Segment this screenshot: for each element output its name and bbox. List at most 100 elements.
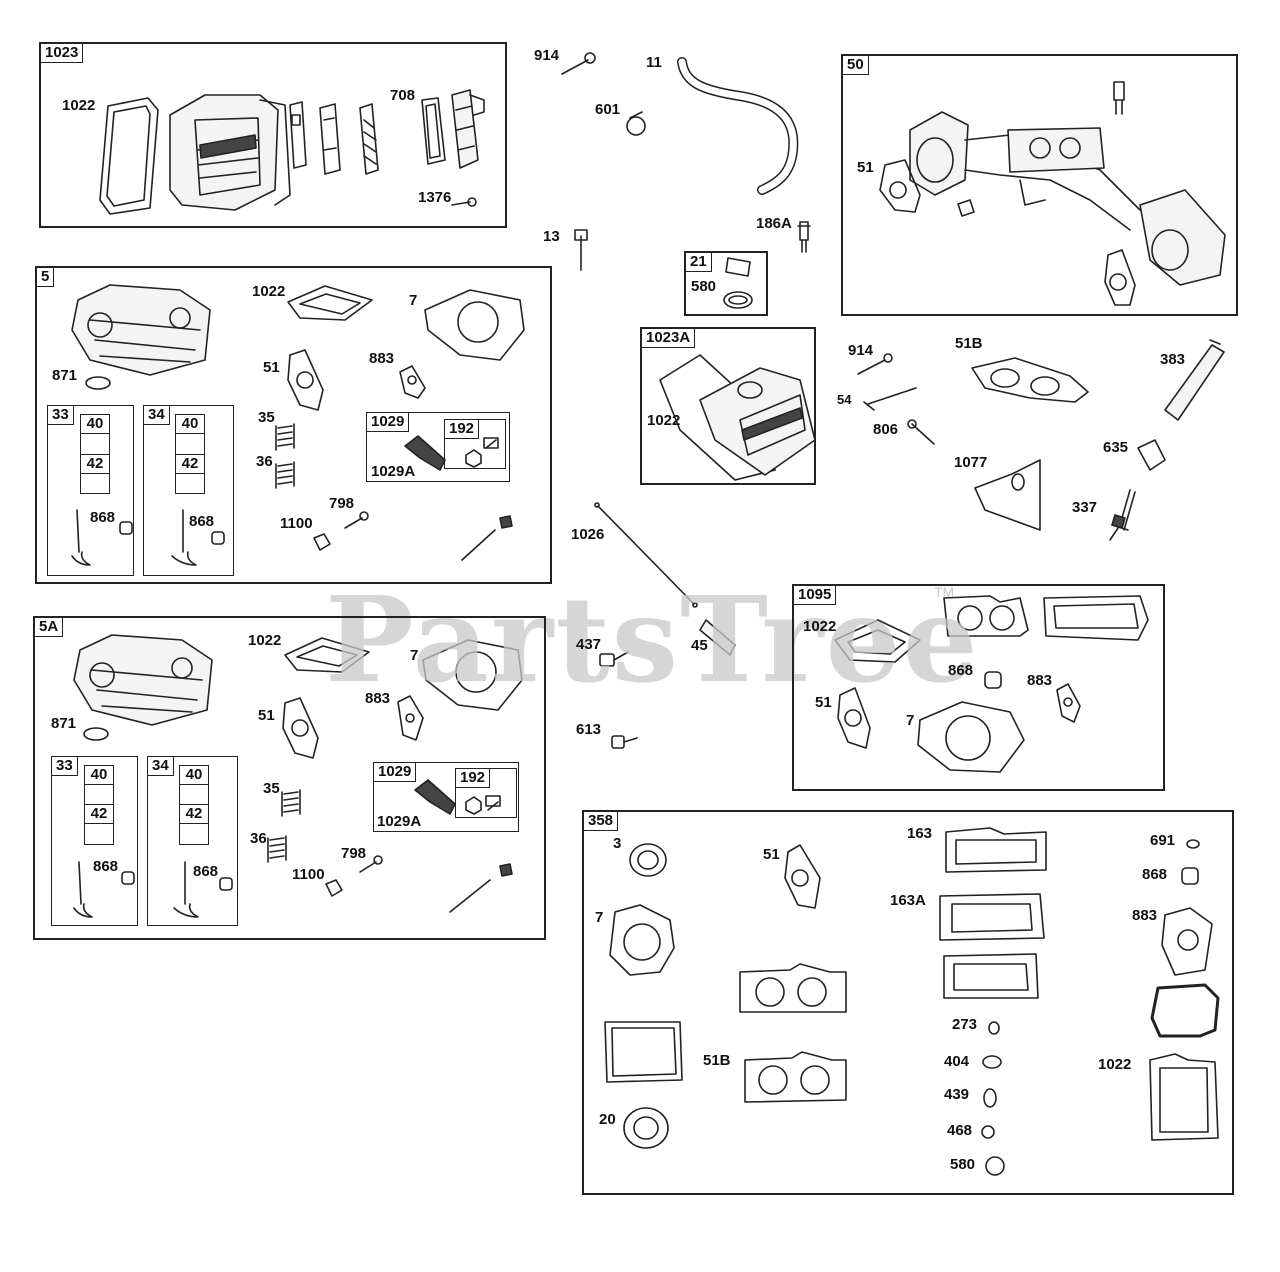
part-label[interactable]: 51B	[703, 1052, 731, 1069]
part-label[interactable]: 883	[1132, 907, 1158, 924]
kit-tag: 42	[80, 454, 110, 474]
part-label[interactable]: 1022	[248, 632, 282, 649]
part-label[interactable]: 883	[369, 350, 395, 367]
part-label[interactable]: 273	[952, 1016, 978, 1033]
kit-box-5[interactable]: 5	[35, 266, 552, 584]
kit-box-33[interactable]: 33	[47, 405, 134, 576]
part-label[interactable]: 613	[576, 721, 602, 738]
part-label[interactable]: 691	[1150, 832, 1176, 849]
part-label[interactable]: 1022	[252, 283, 286, 300]
part-label[interactable]: 20	[599, 1111, 616, 1128]
part-label[interactable]: 54	[837, 392, 852, 407]
kit-box-34[interactable]: 34	[147, 756, 238, 926]
part-label[interactable]: 36	[250, 830, 267, 847]
part-label[interactable]: 337	[1072, 499, 1098, 516]
part-label[interactable]: 468	[947, 1122, 973, 1139]
part-label[interactable]: 914	[534, 47, 560, 64]
watermark-trademark: TM	[934, 584, 955, 600]
kit-box-1029[interactable]: 1029	[373, 762, 519, 832]
kit-box-34[interactable]: 34	[143, 405, 234, 576]
kit-box-21[interactable]: 21	[684, 251, 768, 316]
breather-icon	[1137, 439, 1166, 471]
part-label[interactable]: 51B	[955, 335, 983, 352]
part-label[interactable]: 51	[815, 694, 832, 711]
part-label[interactable]: 798	[341, 845, 367, 862]
part-label[interactable]: 163A	[890, 892, 926, 909]
kit-tag: 40	[84, 765, 114, 785]
part-label[interactable]: 1376	[418, 189, 452, 206]
kit-box-5a[interactable]: 5A	[33, 616, 546, 940]
part-label[interactable]: 7	[595, 909, 604, 926]
gasket-icon	[971, 357, 1089, 403]
kit-tag: 42	[179, 804, 209, 824]
part-label[interactable]: 798	[329, 495, 355, 512]
part-label[interactable]: 868	[948, 662, 974, 679]
part-label[interactable]: 883	[365, 690, 391, 707]
part-label[interactable]: 1029A	[371, 463, 416, 480]
part-label[interactable]: 868	[189, 513, 215, 530]
part-label[interactable]: 35	[258, 409, 275, 426]
part-label[interactable]: 404	[944, 1053, 970, 1070]
kit-box-1023a[interactable]: 1023A	[640, 327, 816, 485]
part-label[interactable]: 868	[1142, 866, 1168, 883]
part-label[interactable]: 11	[646, 54, 662, 71]
kit-box-192[interactable]: 192	[444, 419, 506, 469]
part-label[interactable]: 868	[193, 863, 219, 880]
part-label[interactable]: 1077	[954, 454, 988, 471]
part-label[interactable]: 7	[410, 647, 419, 664]
part-label[interactable]: 7	[906, 712, 915, 729]
part-label[interactable]: 601	[595, 101, 621, 118]
part-label[interactable]: 871	[52, 367, 78, 384]
kit-box-1023[interactable]: 1023	[39, 42, 507, 228]
part-label[interactable]: 1022	[62, 97, 96, 114]
part-label[interactable]: 51	[763, 846, 780, 863]
part-label[interactable]: 708	[390, 87, 416, 104]
kit-tag: 33	[48, 406, 74, 425]
part-label[interactable]: 883	[1027, 672, 1053, 689]
part-label[interactable]: 437	[576, 636, 602, 653]
part-label[interactable]: 914	[848, 342, 874, 359]
kit-box-50[interactable]: 50	[841, 54, 1238, 316]
part-label[interactable]: 1100	[280, 515, 313, 532]
part-label[interactable]: 1022	[647, 412, 681, 429]
part-label[interactable]: 35	[263, 780, 280, 797]
kit-box-1095[interactable]: 1095	[792, 584, 1165, 791]
kit-tag: 1095	[794, 586, 837, 605]
part-label[interactable]: 383	[1160, 351, 1186, 368]
kit-box-192[interactable]: 192	[455, 768, 517, 818]
part-label[interactable]: 36	[256, 453, 273, 470]
kit-tag: 1023	[41, 44, 84, 63]
bolt-icon	[907, 419, 935, 445]
kit-box-33[interactable]: 33	[51, 756, 138, 926]
part-label[interactable]: 439	[944, 1086, 970, 1103]
part-label[interactable]: 806	[873, 421, 899, 438]
part-label[interactable]: 580	[691, 278, 717, 295]
part-label[interactable]: 45	[691, 637, 708, 654]
part-label[interactable]: 871	[51, 715, 77, 732]
part-label[interactable]: 51	[263, 359, 280, 376]
part-label[interactable]: 13	[543, 228, 560, 245]
breather-icon	[797, 221, 811, 253]
part-label[interactable]: 635	[1103, 439, 1129, 456]
part-label[interactable]: 1022	[1098, 1056, 1132, 1073]
part-label[interactable]: 186A	[756, 215, 792, 232]
kit-box-1029[interactable]: 1029	[366, 412, 510, 482]
part-label[interactable]: 1026	[571, 526, 605, 543]
part-label[interactable]: 580	[950, 1156, 976, 1173]
kit-tag: 42	[84, 804, 114, 824]
part-label[interactable]: 1022	[803, 618, 837, 635]
part-label[interactable]: 868	[90, 509, 116, 526]
kit-tag: 1023A	[642, 329, 696, 348]
part-label[interactable]: 163	[907, 825, 933, 842]
kit-tag: 192	[445, 420, 480, 439]
kit-box-358[interactable]: 358	[582, 810, 1234, 1195]
kit-tag: 33	[52, 757, 78, 776]
part-label[interactable]: 3	[613, 835, 622, 852]
part-label[interactable]: 7	[409, 292, 418, 309]
part-label[interactable]: 868	[93, 858, 119, 875]
part-label[interactable]: 51	[857, 159, 874, 176]
part-label[interactable]: 51	[258, 707, 275, 724]
part-label[interactable]: 1100	[292, 866, 325, 883]
part-label[interactable]: 1029A	[377, 813, 422, 830]
